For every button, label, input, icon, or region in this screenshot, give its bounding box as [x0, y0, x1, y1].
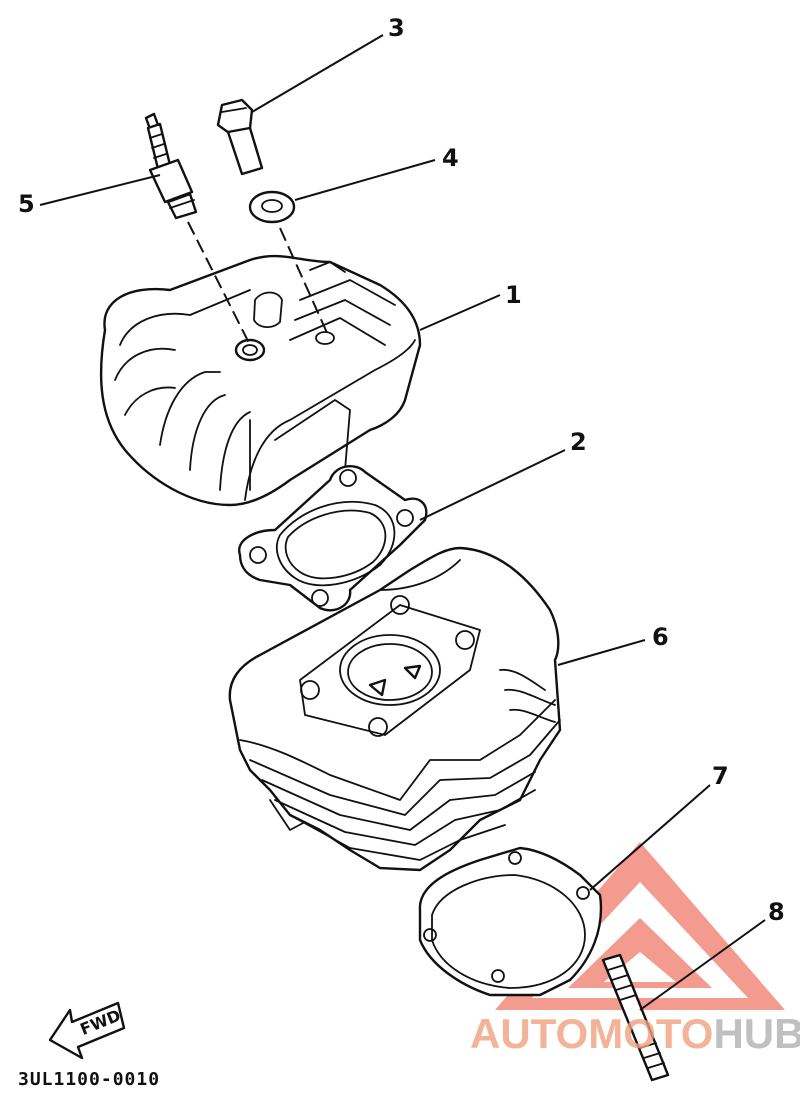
callout-2: 2	[570, 428, 587, 456]
bolt	[216, 98, 264, 176]
fwd-arrow-icon: FWD	[48, 1001, 126, 1060]
head-gasket	[238, 464, 428, 612]
leader-6	[557, 639, 646, 666]
callout-4: 4	[442, 144, 459, 172]
assembly-line-5	[187, 221, 251, 346]
leader-4	[294, 159, 436, 201]
washer	[248, 190, 296, 224]
callout-7: 7	[712, 762, 729, 790]
watermark-part1: AUTOMOTO	[470, 1010, 713, 1057]
cylinder-head	[99, 254, 422, 507]
stud-bolt	[601, 953, 670, 1082]
base-gasket	[418, 846, 603, 997]
callout-6: 6	[652, 623, 669, 651]
diagram-code: 3UL1100-0010	[18, 1069, 160, 1090]
leader-2	[419, 449, 566, 521]
leader-5	[39, 174, 161, 206]
leader-1	[419, 294, 501, 331]
callout-3: 3	[388, 14, 405, 42]
cylinder	[228, 546, 562, 872]
callout-1: 1	[505, 281, 522, 309]
callout-8: 8	[768, 898, 785, 926]
spark-plug	[144, 112, 198, 220]
leader-8	[639, 919, 766, 1011]
watermark-part2: HUB	[713, 1010, 800, 1057]
watermark-text: AUTOMOTOHUB	[470, 1010, 800, 1057]
leader-7	[589, 784, 711, 891]
leader-3	[251, 34, 384, 113]
callout-5: 5	[18, 190, 35, 218]
